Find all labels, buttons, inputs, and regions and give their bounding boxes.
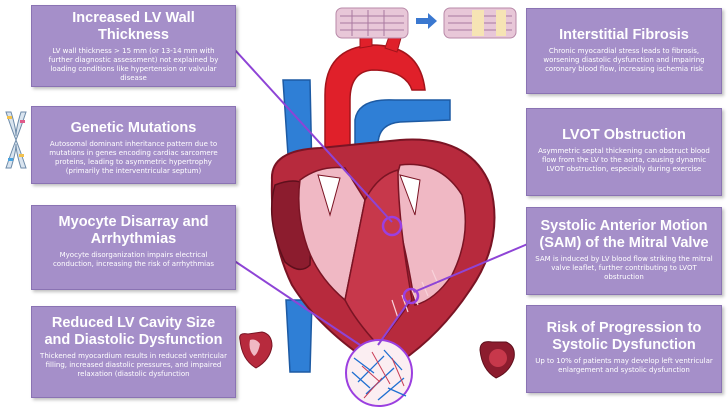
arrow-right-icon	[416, 13, 437, 29]
tricuspid-valve-leaflet	[317, 174, 341, 217]
box-text: Thickened myocardium results in reduced …	[40, 352, 227, 378]
box-title: Genetic Mutations	[70, 120, 197, 136]
box-text: Chronic myocardial stress leads to fibro…	[543, 47, 705, 73]
connector-myocyte	[229, 257, 361, 346]
box-title: Risk of Progression to Systolic Dysfunct…	[546, 320, 702, 353]
septum-highlight-circle	[381, 215, 403, 237]
myocyte-disarray-icon	[345, 339, 413, 407]
box-text: Asymmetric septal thickening can obstruc…	[538, 147, 710, 173]
box-title: Increased LV Wall Thickness	[72, 10, 195, 43]
enlarged-heart-icon	[479, 341, 515, 379]
box-reduced-lv-cavity: Reduced LV Cavity Size and Diastolic Dys…	[31, 306, 236, 398]
muscle-fiber-icon	[335, 7, 409, 39]
chromosome-icon	[5, 111, 27, 169]
box-title: Reduced LV Cavity Size and Diastolic Dys…	[44, 315, 223, 348]
mitral-highlight-circle	[402, 287, 420, 305]
box-systolic-anterior-motion: Systolic Anterior Motion (SAM) of the Mi…	[526, 207, 722, 295]
box-text: Autosomal dominant inheritance pattern d…	[49, 140, 218, 175]
box-risk-of-progression: Risk of Progression to Systolic Dysfunct…	[526, 305, 722, 393]
small-heart-icon	[239, 331, 273, 369]
box-lvot-obstruction: LVOT Obstruction Asymmetric septal thick…	[526, 108, 722, 196]
box-text: Up to 10% of patients may develop left v…	[535, 357, 713, 374]
box-text: LV wall thickness > 15 mm (or 13-14 mm w…	[48, 47, 219, 82]
muscle-fiber-icon-fibrotic	[443, 7, 517, 39]
box-title: Interstitial Fibrosis	[559, 27, 689, 43]
pulmonary-artery	[354, 99, 451, 176]
box-text: Myocyte disorganization impairs electric…	[52, 251, 215, 268]
connector-micro	[377, 299, 411, 346]
box-title: Systolic Anterior Motion (SAM) of the Mi…	[539, 218, 709, 251]
box-interstitial-fibrosis: Interstitial Fibrosis Chronic myocardial…	[526, 8, 722, 94]
box-myocyte-disarray: Myocyte Disarray and Arrhythmias Myocyte…	[31, 205, 236, 290]
box-genetic-mutations: Genetic Mutations Autosomal dominant inh…	[31, 106, 236, 184]
box-title: LVOT Obstruction	[562, 127, 686, 143]
box-title: Myocyte Disarray and Arrhythmias	[58, 214, 209, 247]
hypertrophied-septum	[344, 169, 413, 347]
connector-sam	[413, 242, 531, 293]
trabeculae	[391, 269, 439, 319]
connector-lv-wall	[234, 49, 393, 223]
box-text: SAM is induced by LV blood flow striking…	[535, 255, 713, 281]
box-increased-lv-wall-thickness: Increased LV Wall Thickness LV wall thic…	[31, 5, 236, 87]
mitral-valve-leaflet	[399, 174, 421, 216]
